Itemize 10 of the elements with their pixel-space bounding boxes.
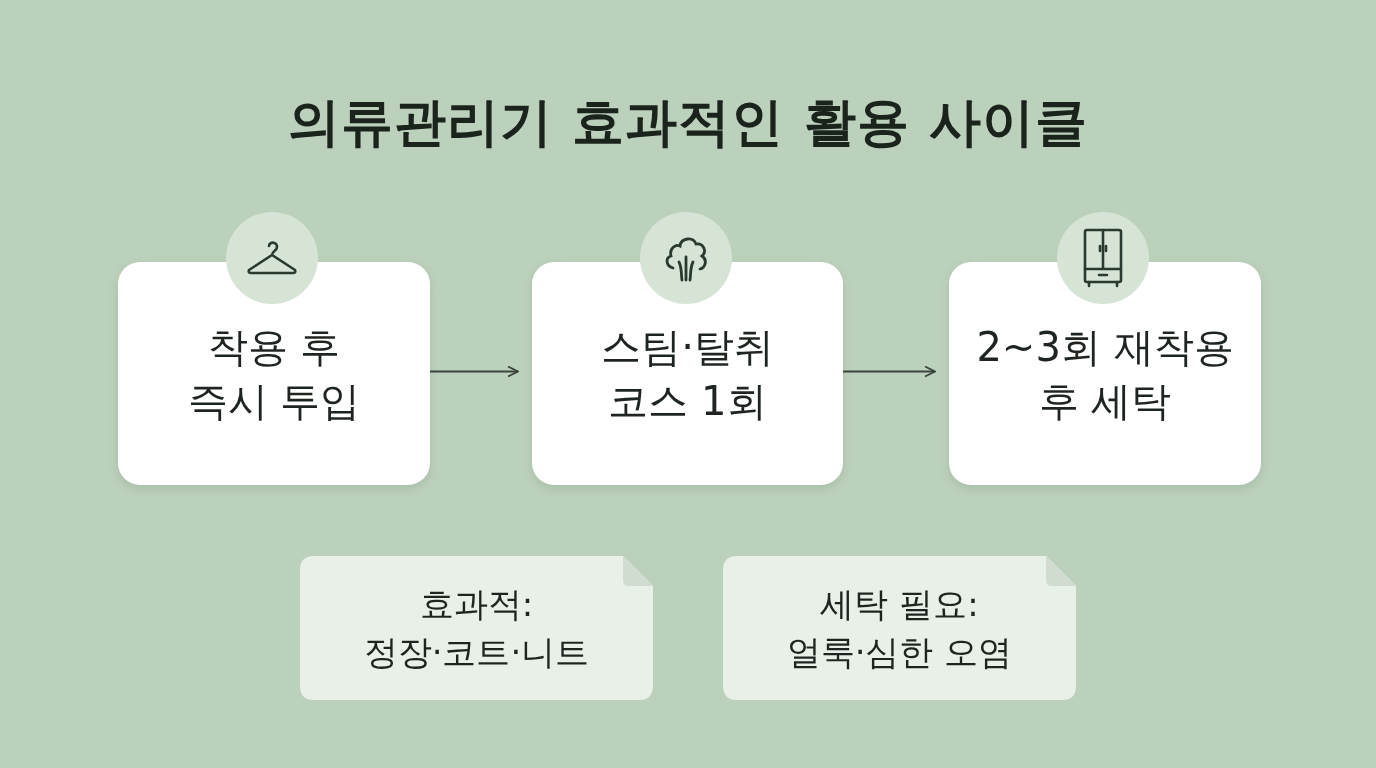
step-text: 스팀·탈취 코스 1회 xyxy=(600,322,775,426)
note-text: 효과적: xyxy=(419,582,534,626)
step-text: 착용 후 즉시 투입 xyxy=(186,322,362,426)
diagram-title: 의류관리기 효과적인 활용 사이클 xyxy=(287,91,1089,154)
arrow xyxy=(842,365,936,378)
note-text: 세탁 필요: xyxy=(820,582,979,626)
note-text: 정장·코트·니트 xyxy=(363,631,590,674)
step-text: 2~3회 재착용 후 세탁 xyxy=(975,322,1235,426)
note-text: 얼룩·심한 오염 xyxy=(786,631,1013,674)
arrow xyxy=(429,365,519,378)
